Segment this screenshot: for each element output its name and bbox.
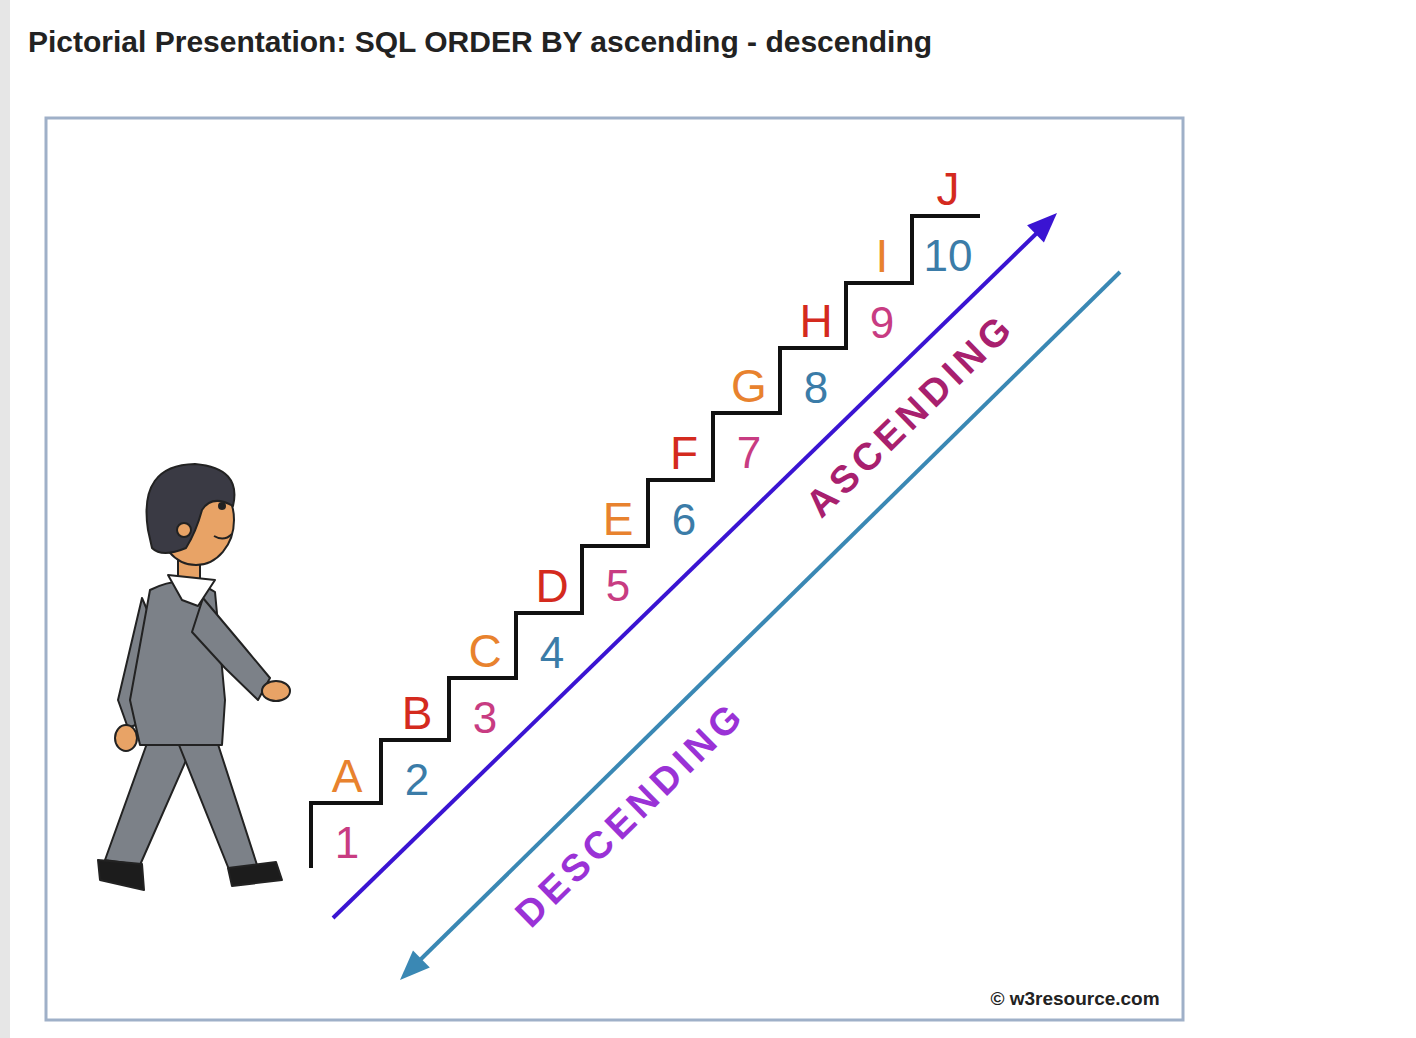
step-number: 2: [405, 758, 429, 802]
ascending-arrow: [333, 230, 1040, 918]
picture-frame: [46, 118, 1183, 1020]
staircase: [311, 216, 980, 868]
step-number: 6: [672, 498, 696, 542]
step-letter: D: [535, 563, 568, 609]
step-number: 9: [870, 301, 894, 345]
step-letter: J: [937, 166, 960, 212]
diagram-title: Pictorial Presentation: SQL ORDER BY asc…: [28, 24, 932, 60]
step-number: 4: [540, 631, 564, 675]
ascending-arrowhead: [1027, 213, 1057, 243]
step-letter: F: [670, 430, 698, 476]
step-letter: A: [332, 753, 363, 799]
step-letter: E: [603, 496, 634, 542]
descending-arrow: [418, 272, 1120, 962]
step-letter: C: [468, 628, 501, 674]
step-number: 10: [924, 234, 973, 278]
step-number: 3: [473, 696, 497, 740]
side-strip: [0, 0, 10, 1038]
step-letter: H: [799, 298, 832, 344]
step-letter: I: [876, 233, 889, 279]
copyright-note: © w3resource.com: [990, 989, 1159, 1008]
descending-arrowhead: [400, 950, 430, 980]
step-letter: B: [402, 690, 433, 736]
step-number: 8: [804, 366, 828, 410]
step-letter: G: [731, 363, 767, 409]
step-number: 1: [335, 821, 359, 865]
step-number: 5: [606, 564, 630, 608]
step-number: 7: [737, 431, 761, 475]
walking-man: [98, 464, 290, 890]
